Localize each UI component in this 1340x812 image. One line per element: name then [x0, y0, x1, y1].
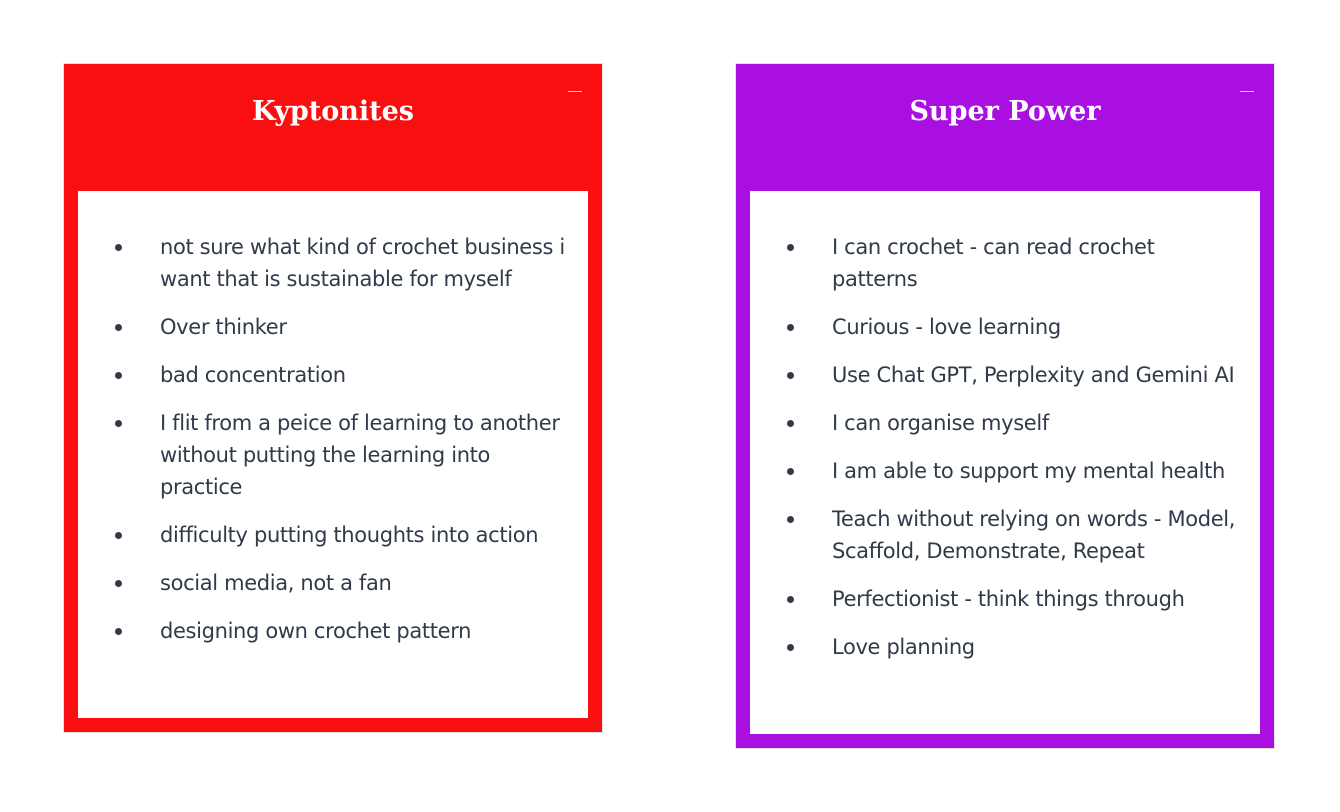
kryptonites-card: Kyptonites not sure what kind of crochet… — [63, 63, 603, 733]
list-item: Over thinker — [78, 311, 588, 343]
superpower-card-header: Super Power — [736, 64, 1274, 191]
superpower-list: I can crochet - can read crochet pattern… — [750, 231, 1260, 679]
list-item: designing own crochet pattern — [78, 615, 588, 647]
superpower-minimize-icon[interactable] — [1240, 80, 1254, 100]
list-item: Use Chat GPT, Perplexity and Gemini AI — [750, 359, 1260, 391]
list-item: Love planning — [750, 631, 1260, 663]
list-item: I am able to support my mental health — [750, 455, 1260, 487]
list-item: I can organise myself — [750, 407, 1260, 439]
list-item: I flit from a peice of learning to anoth… — [78, 407, 588, 503]
list-item: social media, not a fan — [78, 567, 588, 599]
list-item: Curious - love learning — [750, 311, 1260, 343]
kryptonites-card-header: Kyptonites — [64, 64, 602, 191]
list-item: Perfectionist - think things through — [750, 583, 1260, 615]
superpower-card-title: Super Power — [909, 96, 1101, 127]
list-item: Teach without relying on words - Model, … — [750, 503, 1260, 567]
kryptonites-card-body: not sure what kind of crochet business i… — [78, 191, 588, 718]
list-item: bad concentration — [78, 359, 588, 391]
superpower-card: Super Power I can crochet - can read cro… — [735, 63, 1275, 749]
list-item: I can crochet - can read crochet pattern… — [750, 231, 1260, 295]
kryptonites-card-title: Kyptonites — [251, 96, 415, 127]
kryptonites-list: not sure what kind of crochet business i… — [78, 231, 588, 663]
kryptonites-minimize-icon[interactable] — [568, 80, 582, 100]
list-item: difficulty putting thoughts into action — [78, 519, 588, 551]
list-item: not sure what kind of crochet business i… — [78, 231, 588, 295]
superpower-card-body: I can crochet - can read crochet pattern… — [750, 191, 1260, 734]
